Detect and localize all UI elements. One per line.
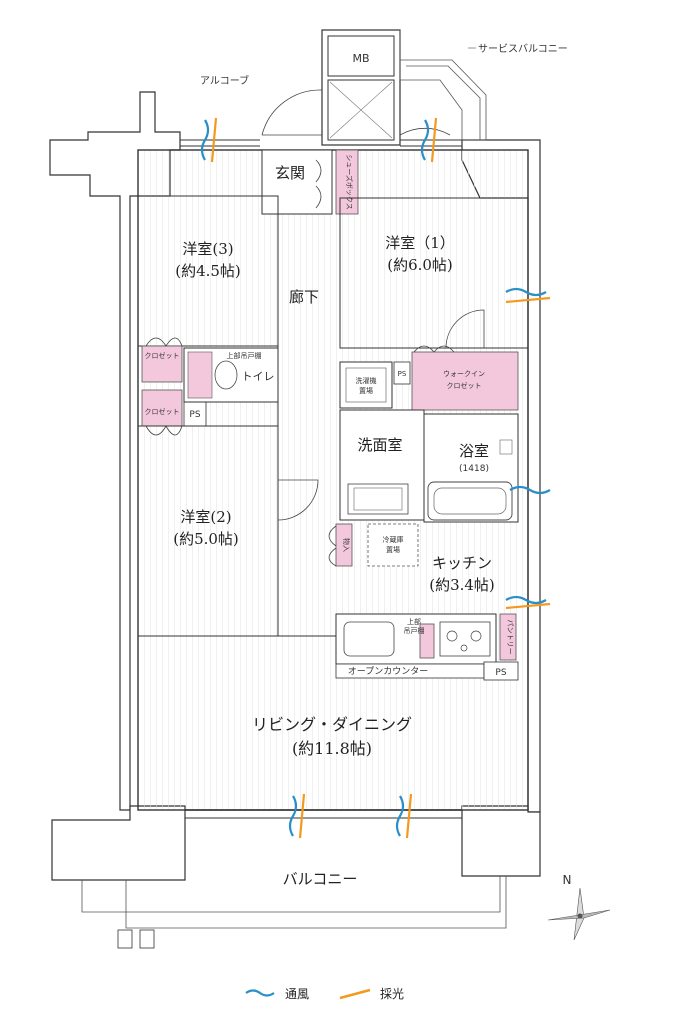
sink: [343, 621, 395, 657]
upper-cabinet-label-1: 上部: [407, 617, 421, 626]
storage: [335, 523, 353, 567]
entrance-room: [261, 149, 333, 215]
kitchen-size: (約3.4帖): [429, 576, 495, 594]
ps-box-3: [483, 661, 519, 681]
pantry: [499, 613, 517, 661]
storage-label: 物入: [342, 538, 351, 552]
wall-bottom-right: [461, 805, 541, 877]
washer-place-label: 置場: [359, 386, 373, 395]
ps-label-3: PS: [495, 668, 506, 678]
fridge-place-label: 置場: [386, 545, 400, 554]
shoes-box-label: シューズボックス: [345, 154, 354, 209]
washroom-label: 洗面室: [357, 436, 402, 454]
corridor-label: 廊下: [289, 288, 319, 306]
washer-area: [339, 361, 393, 409]
daylight-legend-label: 採光: [380, 987, 404, 1001]
western-room-1-size: (約6.0帖): [387, 256, 453, 274]
western-room-2-size: (約5.0帖): [173, 530, 239, 548]
wic-label-1: ウォークイン: [443, 370, 485, 378]
airflow-marks: [200, 117, 551, 839]
closet-upper: [141, 345, 183, 383]
upper-cabinet-label-2: 吊戸棚: [404, 626, 425, 635]
alcove-label: アルコーブ: [200, 74, 249, 87]
service-balcony-label: サービスバルコニー: [478, 43, 568, 55]
toilet-label: トイレ: [242, 370, 275, 383]
service-balcony: [399, 59, 487, 141]
western-room-1-name: 洋室（1）: [385, 234, 455, 252]
open-counter-label: オープンカウンター: [348, 666, 428, 677]
balcony-label: バルコニー: [283, 870, 358, 888]
kitchen-name: キッチン: [432, 554, 492, 572]
bathroom-size: (1418): [459, 464, 489, 474]
ventilation-legend-label: 通風: [285, 987, 309, 1001]
entrance-label: 玄関: [275, 164, 305, 182]
ps-label-2: PS: [398, 370, 407, 378]
living-size: (約11.8帖): [292, 739, 372, 758]
bathroom-name: 浴室: [459, 442, 489, 460]
north-label: N: [563, 873, 572, 887]
ps-label-1: PS: [189, 410, 200, 420]
upper-shelf-label: 上部吊戸棚: [227, 351, 262, 360]
wall-bottom-left: [51, 805, 186, 881]
walk-in-closet: [411, 351, 519, 411]
fridge-place: [367, 523, 419, 567]
upper-cabinet: [419, 623, 435, 659]
ps-box-2: [393, 361, 411, 385]
western-room-1: [339, 197, 529, 349]
western-room-3-name: 洋室(3): [182, 240, 233, 258]
legend: 通風 採光: [245, 987, 404, 1001]
compass: [547, 887, 611, 941]
western-room-3-size: (約4.5帖): [175, 262, 241, 280]
daylight-legend-icon: [339, 988, 371, 1000]
ventilation-legend-icon: [245, 989, 275, 997]
balcony: [81, 876, 501, 913]
bathtub: [427, 481, 513, 521]
western-room-2-name: 洋室(2): [180, 508, 231, 526]
washer-label: 洗濯機: [356, 376, 377, 385]
wic-label-2: クロゼット: [447, 381, 482, 390]
pantry-label: パントリー: [506, 619, 514, 654]
living-name: リビング・ダイニング: [252, 715, 412, 734]
mb-label: MB: [352, 52, 369, 65]
fridge-label: 冷蔵庫: [383, 535, 404, 544]
closet-lower-label: クロゼット: [145, 407, 180, 416]
toilet-bowl: [214, 360, 238, 390]
closet-upper-label: クロゼット: [145, 351, 180, 360]
